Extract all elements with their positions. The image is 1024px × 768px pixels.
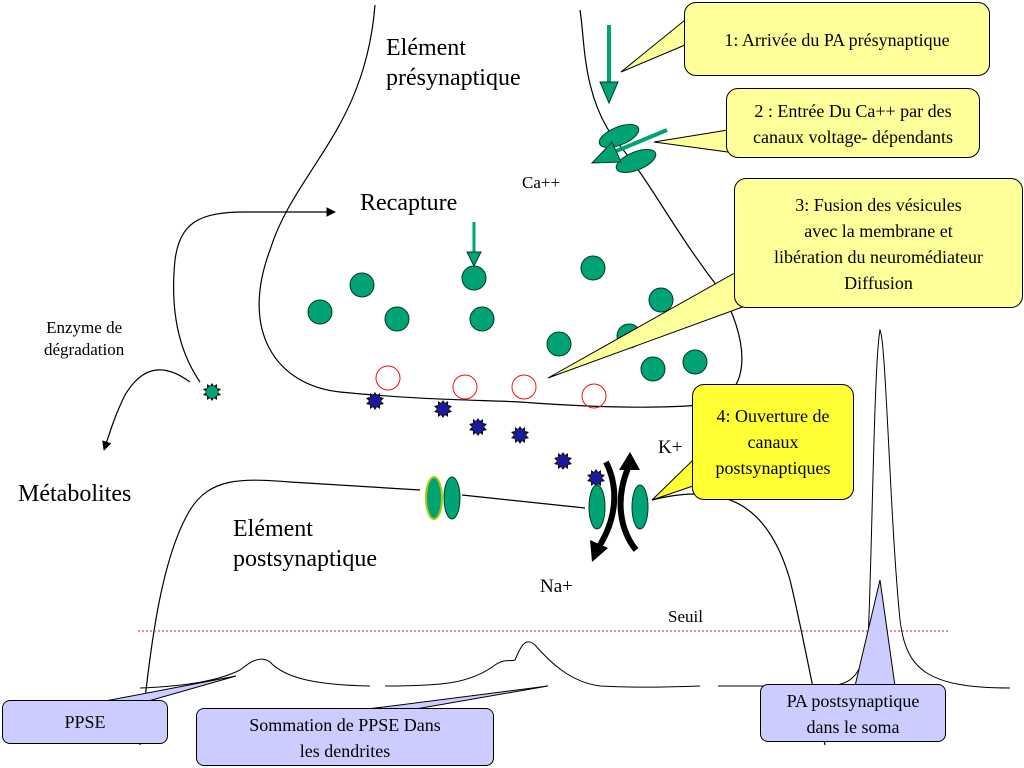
callout-step1-text: 1: Arrivée du PA présynaptique [724, 30, 950, 50]
enzyme-label-line2: dégradation [44, 340, 125, 359]
neurotransmitter [587, 469, 605, 487]
neurotransmitters [366, 392, 605, 487]
ca-channel-top [598, 124, 640, 148]
callout-step3-line1: 3: Fusion des vésicules [795, 195, 962, 215]
callout-step4: 4: Ouverture de canaux postsynaptiques [692, 384, 854, 500]
neurotransmitter [434, 400, 452, 418]
ca-channel-bottom [615, 149, 657, 173]
fused-vesicle [511, 374, 537, 400]
vesicle [349, 272, 375, 298]
recapture-label: Recapture [360, 190, 458, 216]
vesicle [682, 349, 708, 375]
vesicle [640, 356, 666, 382]
callout-step3-line3: libération du neuromédiateur [774, 247, 983, 267]
vesicle [469, 306, 495, 332]
callout-step2-line2: canaux voltage- dépendants [753, 127, 953, 147]
enzyme-label: Enzyme de dégradation [44, 317, 124, 361]
ion-channel-a [588, 484, 606, 530]
callout-step3-line4: Diffusion [844, 273, 913, 293]
fused-vesicles [375, 365, 607, 409]
postsynaptic-label-line2: postsynaptique [233, 546, 377, 572]
callout-ppse-text: PPSE [64, 712, 106, 732]
callout-sommation-pointer [359, 685, 549, 711]
fused-vesicle [581, 383, 607, 409]
k-efflux-arrow [617, 466, 639, 552]
fused-vesicle [452, 374, 478, 400]
neurotransmitter [554, 452, 572, 470]
callout-2-pointer [653, 129, 729, 153]
presynaptic-membrane [258, 4, 743, 408]
callout-step4-line2: canaux [747, 432, 799, 452]
callout-sommation: Sommation de PPSE Dans les dendrites [196, 708, 494, 766]
vesicle [648, 287, 674, 313]
vesicle [307, 299, 333, 325]
presynaptic-label-line2: présynaptique [386, 65, 521, 91]
threshold-label: Seuil [668, 607, 703, 626]
callout-step4-line1: 4: Ouverture de [716, 406, 830, 426]
callout-pa-pointer [854, 579, 896, 687]
degradation-arrow [102, 369, 191, 451]
degraded-neurotransmitter [203, 383, 221, 401]
synaptic-vesicles [307, 255, 708, 382]
recapture-arrow [172, 207, 336, 383]
callout-pa-postsynaptic: PA postsynaptique dans le soma [760, 684, 946, 742]
callout-sommation-line1: Sommation de PPSE Dans [249, 715, 441, 735]
callout-step4-line3: postsynaptiques [715, 458, 831, 478]
postsynaptic-label: Elément postsynaptique [233, 514, 377, 574]
callout-pa-line2: dans le soma [806, 717, 900, 737]
vesicle [384, 306, 410, 332]
sommation-trace [384, 641, 701, 688]
ppse-trace [139, 658, 371, 689]
callout-pa-line1: PA postsynaptique [786, 691, 920, 711]
receptor-left-b [443, 476, 461, 520]
sodium-label: Na+ [540, 576, 573, 597]
callout-sommation-line2: les dendrites [299, 741, 391, 761]
callout-step3: 3: Fusion des vésicules avec la membrane… [734, 178, 1023, 308]
ion-channel-b [631, 484, 649, 530]
vesicle [546, 331, 572, 357]
neurotransmitter [469, 418, 487, 436]
fused-vesicle [375, 365, 401, 391]
vesicle [580, 255, 606, 281]
callout-ppse-pointer [99, 675, 237, 703]
presynaptic-label-line1: Elément [386, 35, 466, 61]
callout-step2-line1: 2 : Entrée Du Ca++ par des [754, 101, 952, 121]
potassium-label: K+ [658, 437, 683, 458]
callout-step3-line2: avec la membrane et [804, 221, 953, 241]
postsynaptic-membrane [139, 479, 421, 746]
metabolites-label: Métabolites [18, 481, 132, 507]
callout-ppse: PPSE [2, 700, 168, 744]
presynaptic-label: Elément présynaptique [386, 33, 521, 93]
na-influx-arrow [597, 460, 618, 547]
vesicle [461, 265, 487, 291]
postsynaptic-label-line1: Elément [233, 516, 313, 542]
callout-step2: 2 : Entrée Du Ca++ par des canaux voltag… [726, 88, 980, 158]
callout-step1: 1: Arrivée du PA présynaptique [684, 2, 990, 76]
enzyme-label-line1: Enzyme de [46, 318, 123, 337]
receptor-left-a [425, 476, 443, 520]
calcium-label: Ca++ [522, 173, 561, 192]
neurotransmitter [511, 426, 529, 444]
callout-1-pointer [620, 18, 686, 73]
